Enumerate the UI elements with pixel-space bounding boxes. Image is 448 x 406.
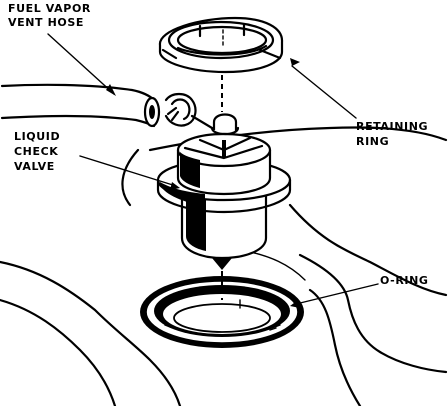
label-line: RETAINING — [356, 120, 428, 133]
label-o-ring: O-RING — [380, 274, 429, 287]
label-line: LIQUID — [14, 130, 60, 143]
label-line: RING — [356, 135, 389, 148]
o-ring-opening — [140, 276, 304, 348]
fuel-vapor-vent-hose — [0, 83, 161, 128]
label-line: VALVE — [14, 160, 55, 173]
leader-lines — [47, 33, 379, 308]
hose-clamp — [164, 92, 214, 130]
label-line: FUEL VAPOR — [8, 2, 91, 15]
label-line: O-RING — [380, 274, 429, 287]
label-line: CHECK — [14, 145, 58, 158]
label-retaining-ring: RETAINING RING — [356, 120, 428, 148]
liquid-check-valve — [156, 113, 292, 270]
label-fuel-vapor-vent-hose: FUEL VAPOR VENT HOSE — [8, 2, 91, 29]
label-line: VENT HOSE — [8, 16, 84, 29]
label-liquid-check-valve: LIQUID CHECK VALVE — [14, 130, 60, 173]
retaining-ring — [158, 16, 284, 74]
